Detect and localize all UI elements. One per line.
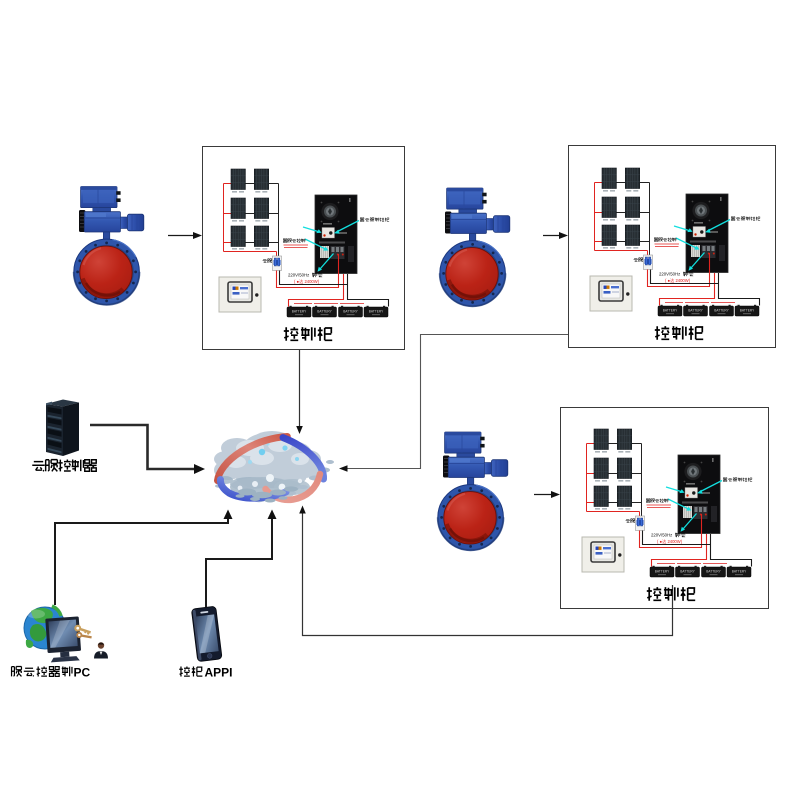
svg-text:PC: PC [74,666,91,680]
svg-text:APPI: APPI [205,666,233,680]
